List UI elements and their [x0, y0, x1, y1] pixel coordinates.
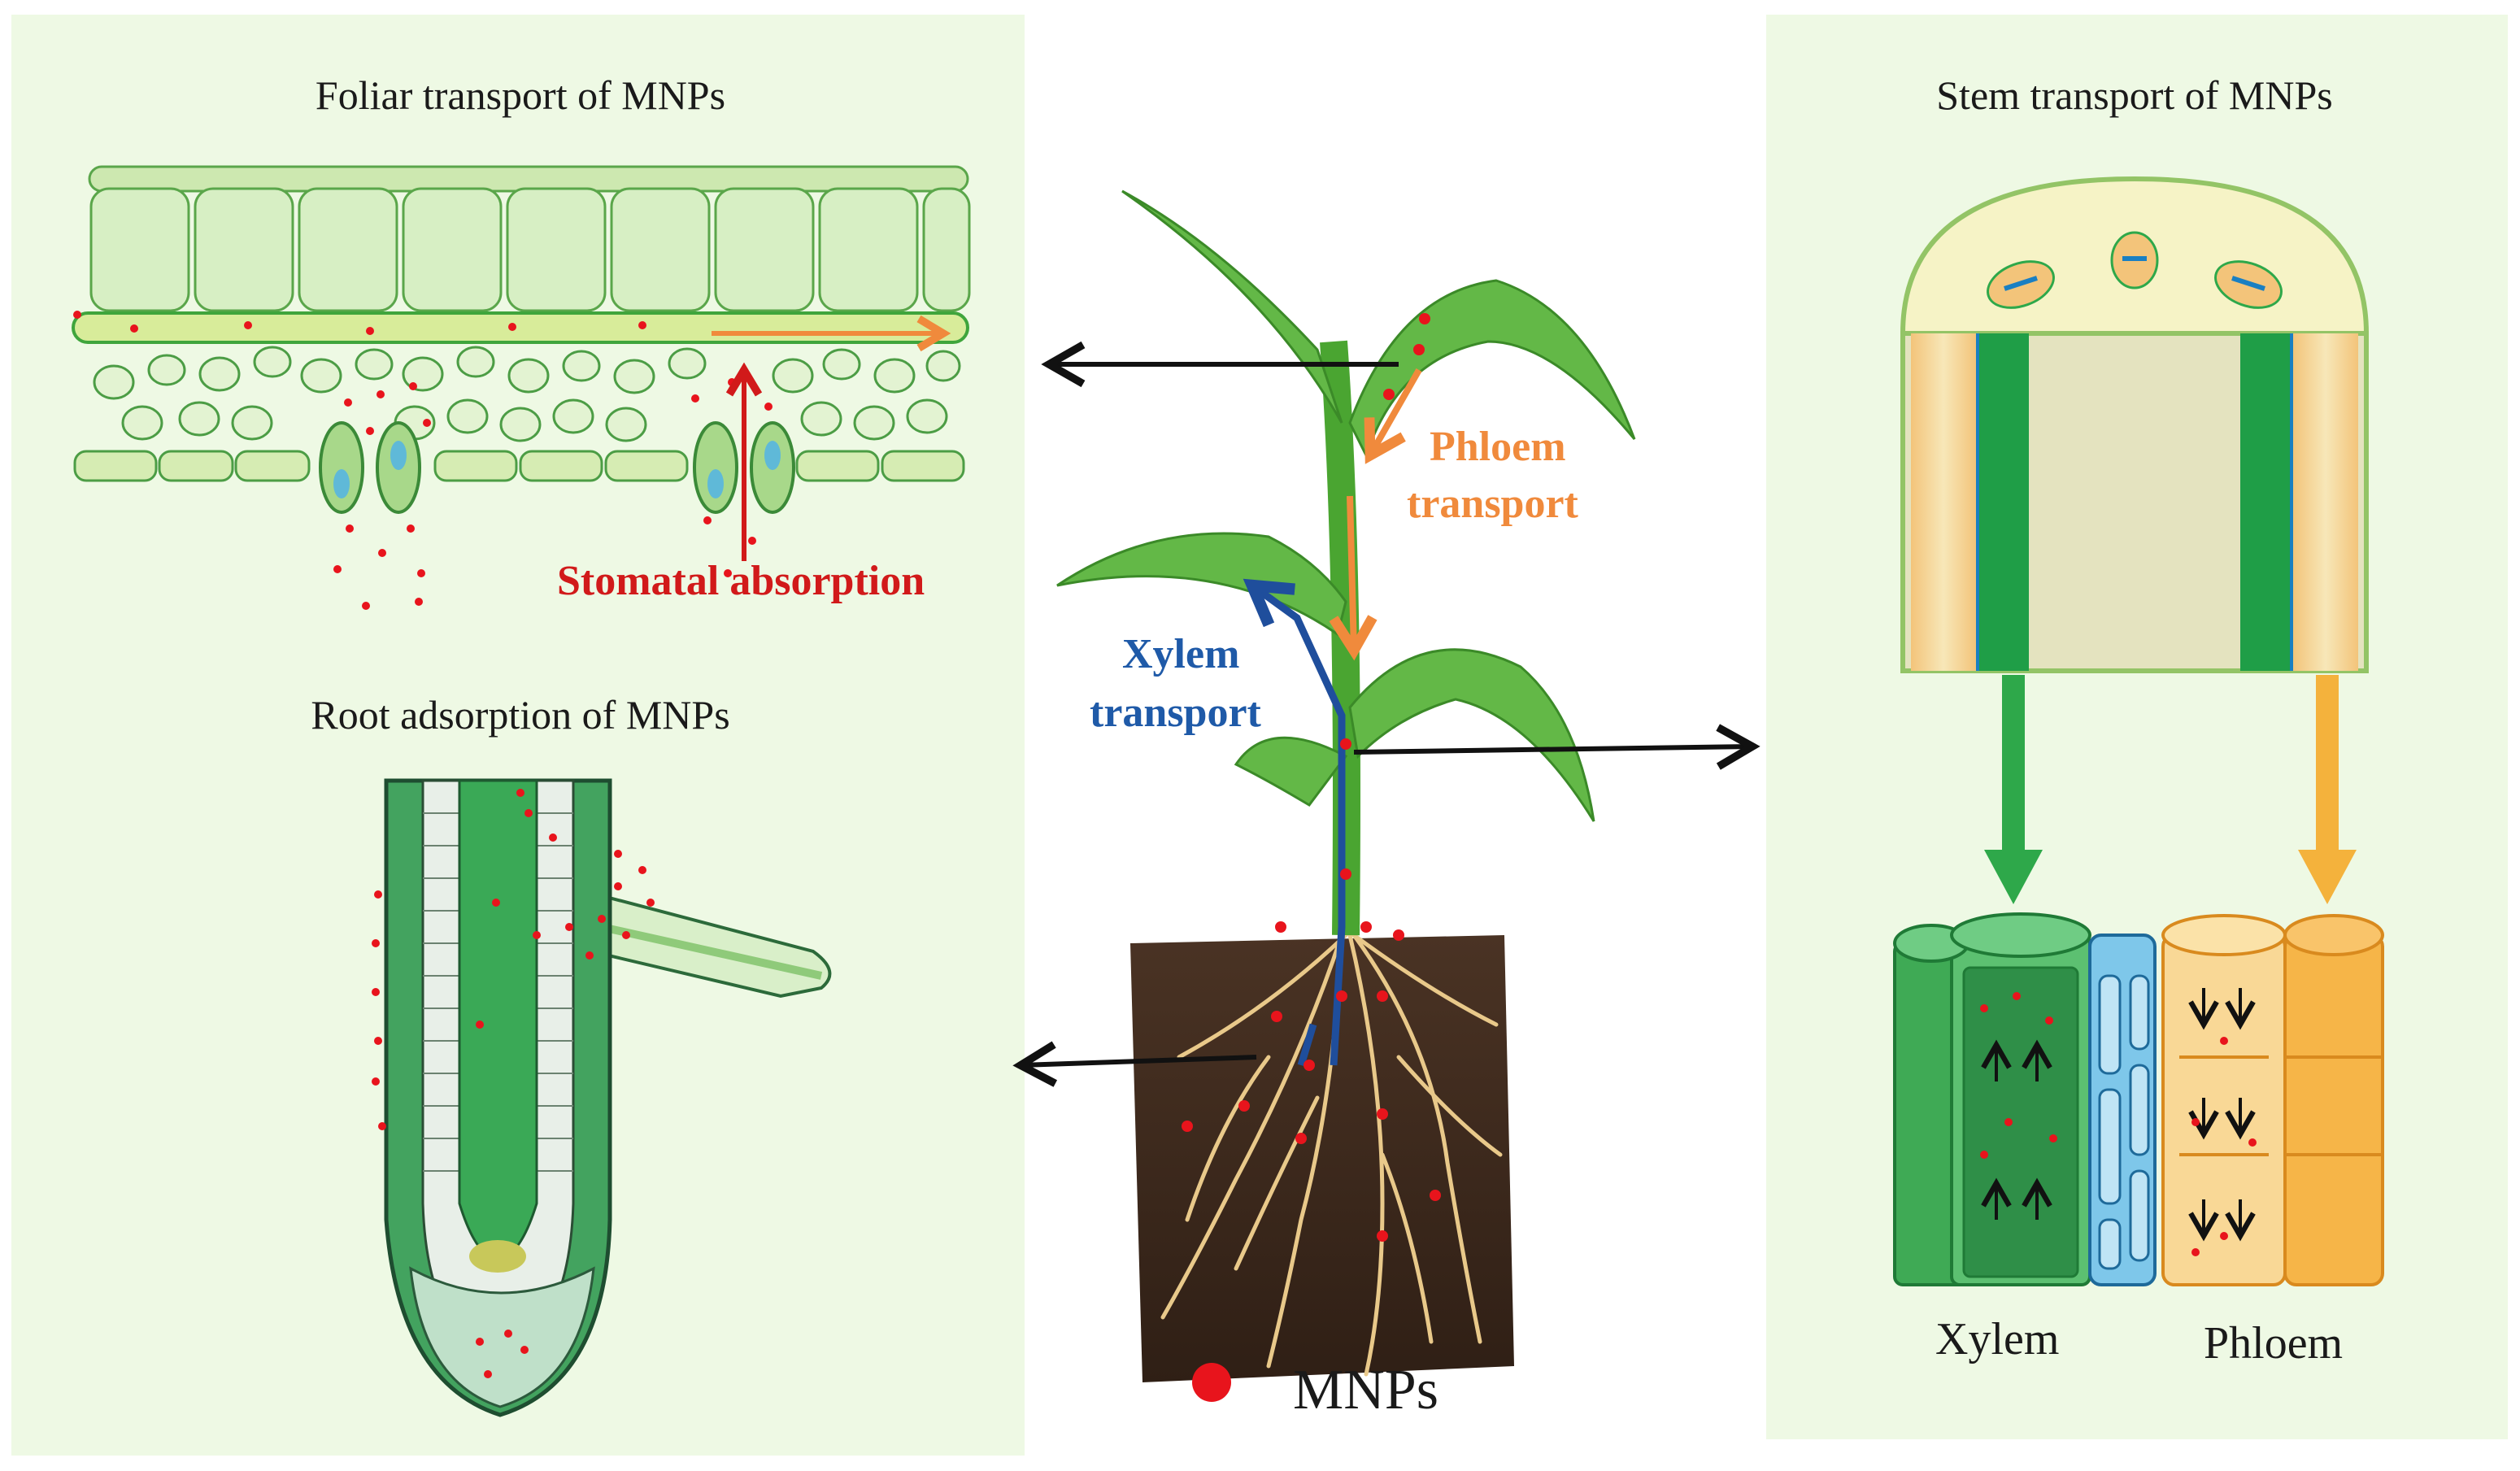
xylem-transport-label-line2: transport — [1090, 690, 1261, 736]
xylem-transport-label-line1: Xylem — [1122, 631, 1240, 677]
phloem-transport-label-line2: transport — [1407, 481, 1578, 527]
stem-cross-section — [1900, 176, 2370, 673]
stem-transport-title: Stem transport of MNPs — [1936, 72, 2333, 118]
stem-to-tissue-arrows — [1984, 675, 2357, 904]
legend-mnps-label: MNPs — [1293, 1359, 1438, 1421]
xylem-label: Xylem — [1935, 1314, 2060, 1364]
leaf-cross-section — [72, 165, 971, 610]
phloem-label: Phloem — [2204, 1318, 2344, 1369]
foliar-transport-title: Foliar transport of MNPs — [315, 72, 726, 118]
root-adsorption-title: Root adsorption of MNPs — [311, 692, 730, 738]
stomatal-absorption-label: Stomatal absorption — [557, 558, 925, 604]
root-tip-illustration — [372, 778, 832, 1417]
plant-illustration — [1056, 189, 1636, 1382]
phloem-transport-label-line1: Phloem — [1430, 424, 1566, 470]
vascular-tissue-illustration — [1893, 912, 2384, 1286]
pointer-arrows — [1012, 341, 1761, 1087]
legend-mnp-dot — [1192, 1363, 1231, 1402]
